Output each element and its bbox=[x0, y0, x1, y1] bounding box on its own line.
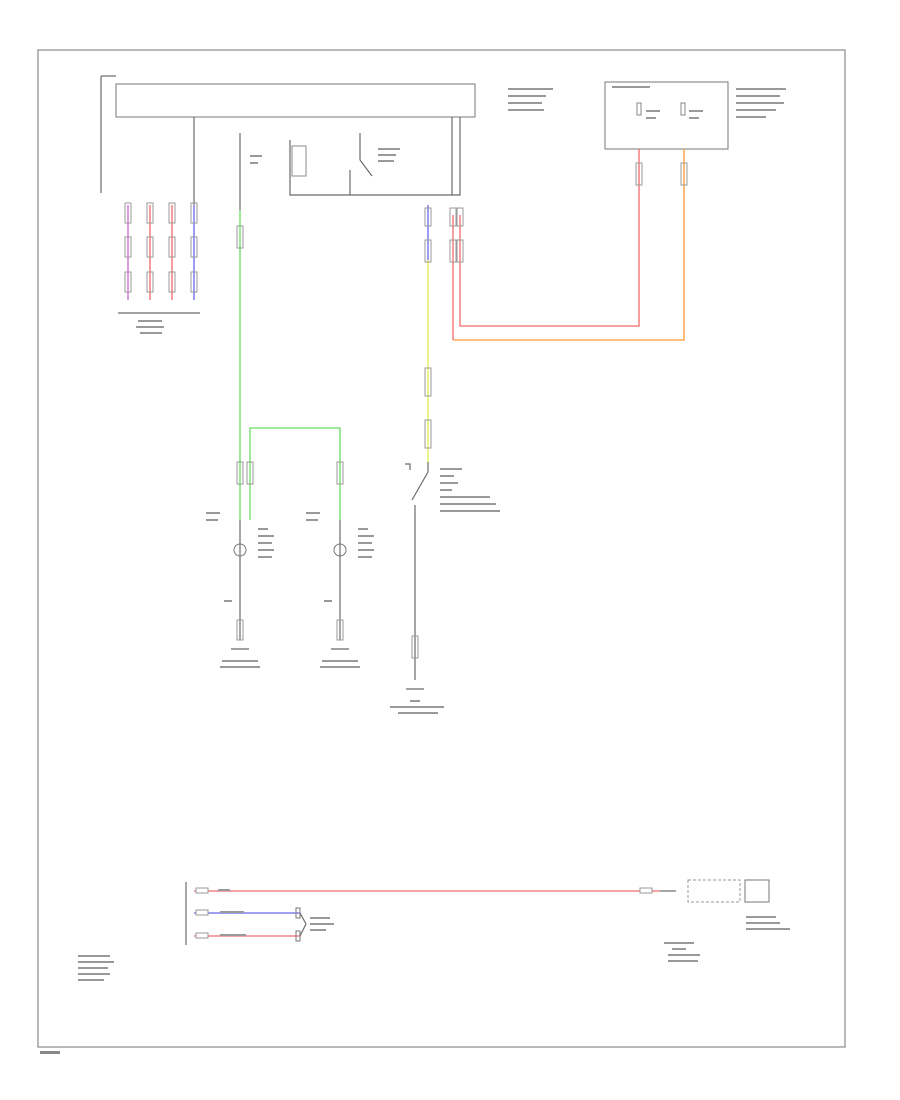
green-wire bbox=[236, 133, 344, 520]
left-lamp bbox=[206, 512, 274, 668]
reverse-switch bbox=[390, 462, 500, 714]
red-wire bbox=[459, 149, 640, 327]
bulb-icon bbox=[233, 543, 247, 557]
diagram-frame bbox=[37, 49, 846, 1048]
central-module bbox=[100, 75, 553, 193]
relay bbox=[289, 117, 464, 462]
fuse-box bbox=[604, 81, 786, 150]
orange-wire bbox=[453, 149, 685, 341]
central-module-label bbox=[508, 88, 553, 111]
right-lamp bbox=[306, 512, 374, 668]
fuse-icon bbox=[636, 102, 642, 116]
fuse-box-label bbox=[736, 88, 786, 118]
central-module-box bbox=[115, 83, 476, 118]
harness-connector-left bbox=[118, 117, 200, 334]
fuse-icon bbox=[680, 102, 686, 116]
connector-icon bbox=[635, 162, 688, 186]
fuse-box-outline bbox=[604, 81, 729, 150]
footer-mark bbox=[40, 1051, 60, 1054]
bottom-harness bbox=[78, 879, 790, 981]
bulb-icon bbox=[333, 543, 347, 557]
switch-contact-icon bbox=[411, 471, 429, 501]
